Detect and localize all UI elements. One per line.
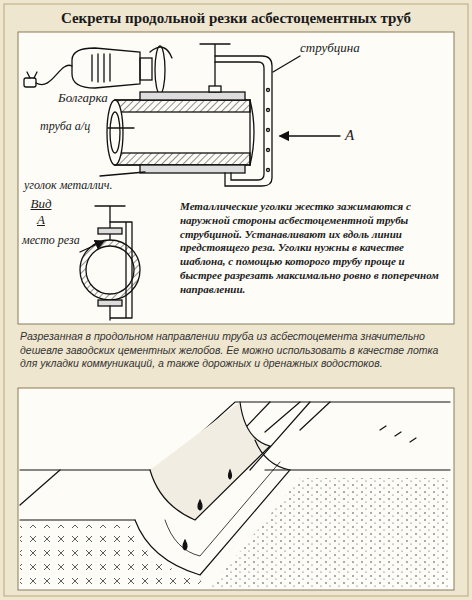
title: Секреты продольной резки асбестоцементны…	[10, 9, 462, 27]
part-label: место реза	[22, 234, 82, 247]
note-text: Металлические уголки жестко зажимаются с…	[180, 200, 448, 296]
caption: Разрезанная в продольном направлении тру…	[20, 330, 452, 371]
part-label: Вид А	[26, 196, 56, 227]
part-label: труба а/ц	[40, 119, 106, 133]
part-label: Болгарка	[58, 90, 108, 106]
part-label: струбцина	[300, 40, 360, 56]
part-label: уголок металлич.	[24, 178, 134, 192]
part-label: А	[345, 126, 354, 144]
